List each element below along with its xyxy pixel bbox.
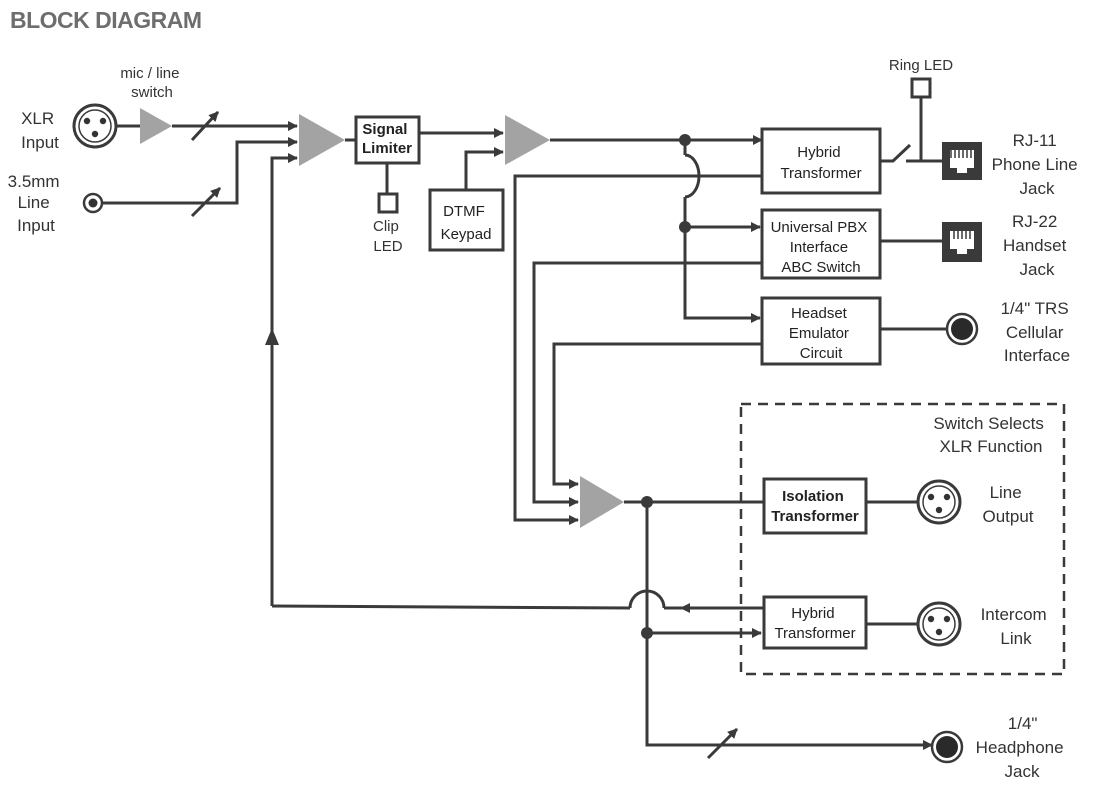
headphone-gain-control-icon bbox=[706, 727, 739, 760]
rj11-jack-icon bbox=[942, 142, 982, 180]
signal-limiter-label: Signal Limiter bbox=[362, 121, 412, 157]
dtmf-keypad-box bbox=[428, 188, 505, 252]
hybrid-transformer-bottom-label: Hybrid Transformer bbox=[774, 605, 855, 642]
headphone-jack-label: 1/4" Headphone Jack bbox=[976, 714, 1069, 781]
xlr-input-jack-icon bbox=[72, 103, 118, 149]
pbx-interface-box bbox=[760, 208, 882, 280]
mixer-amp-icon bbox=[299, 114, 345, 166]
pbx-interface-label: Universal PBX Interface ABC Switch bbox=[771, 219, 872, 276]
mic-preamp-icon bbox=[140, 108, 172, 144]
ring-led-icon bbox=[910, 77, 932, 99]
xlr-gain-control-icon bbox=[190, 110, 220, 142]
ring-led-label: Ring LED bbox=[889, 57, 953, 74]
isolation-transformer-box bbox=[762, 477, 868, 535]
dtmf-keypad-label: DTMF Keypad bbox=[441, 203, 492, 243]
headset-emulator-label: Headset Emulator Circuit bbox=[789, 305, 853, 362]
clip-led-label: Clip LED bbox=[373, 218, 403, 255]
rj22-label: RJ-22 Handset Jack bbox=[1003, 212, 1071, 279]
diagram-title: BLOCK DIAGRAM bbox=[10, 7, 202, 33]
send-amp-icon bbox=[505, 115, 550, 165]
rj22-jack-icon bbox=[942, 222, 982, 262]
line-input-jack-icon bbox=[82, 192, 104, 214]
trs-jack-icon bbox=[945, 312, 979, 346]
line-output-label: Line Output bbox=[982, 483, 1033, 526]
line-output-xlr-icon bbox=[916, 479, 962, 525]
rj11-label: RJ-11 Phone Line Jack bbox=[992, 131, 1083, 198]
clip-led-icon bbox=[377, 192, 399, 214]
headphone-jack-icon bbox=[930, 730, 964, 764]
headset-emulator-box bbox=[760, 296, 882, 366]
switch-selects-label: Switch Selects XLR Function bbox=[933, 414, 1048, 456]
isolation-transformer-label: Isolation Transformer bbox=[771, 488, 859, 525]
intercom-link-label: Intercom Link bbox=[981, 605, 1052, 648]
trs-cellular-label: 1/4" TRS Cellular Interface bbox=[1001, 299, 1074, 365]
line-gain-control-icon bbox=[190, 186, 222, 218]
hybrid-transformer-top-box bbox=[760, 127, 882, 195]
xlr-input-label: XLR Input bbox=[21, 109, 59, 152]
line-input-label: 3.5mm Line Input bbox=[8, 172, 65, 235]
hybrid-transformer-top-label: Hybrid Transformer bbox=[780, 144, 861, 182]
mic-line-switch-label: mic / line switch bbox=[120, 65, 183, 101]
signal-limiter-box bbox=[354, 115, 421, 165]
intercom-xlr-icon bbox=[916, 601, 962, 647]
receive-amp-icon bbox=[580, 476, 624, 528]
xlr-function-switch-region bbox=[739, 402, 1066, 676]
